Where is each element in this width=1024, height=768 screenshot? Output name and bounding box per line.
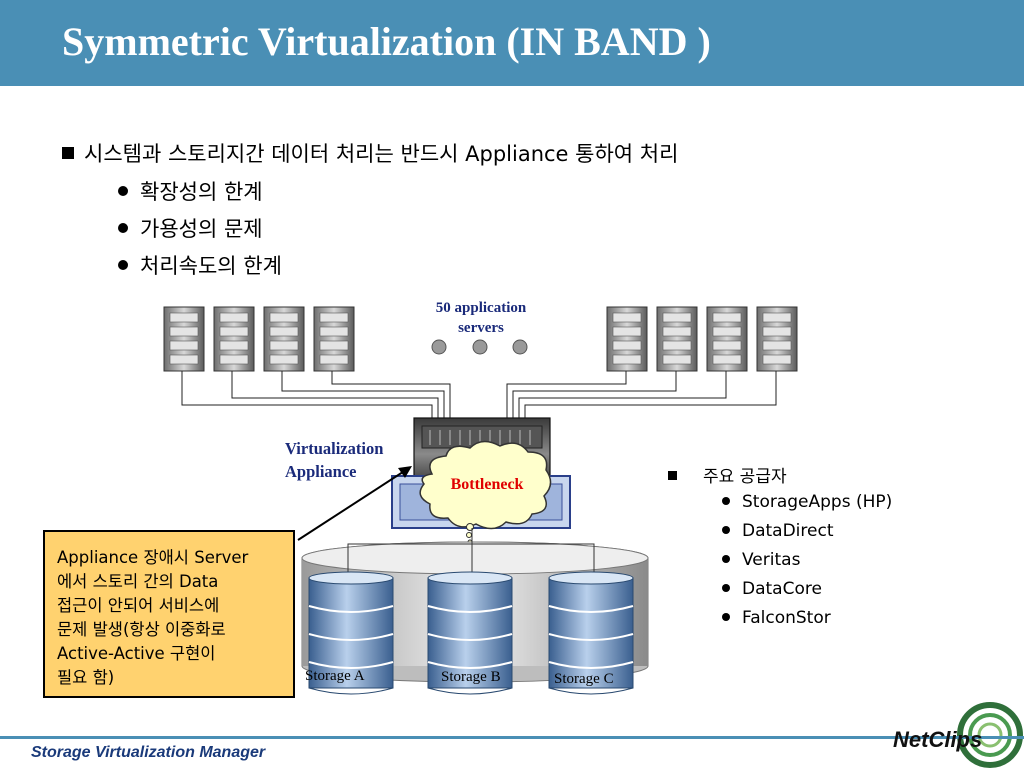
sub-bullet: 가용성의 문제 <box>118 213 263 243</box>
vendor-item: StorageApps (HP) <box>722 492 892 512</box>
sub-bullet: 처리속도의 한계 <box>118 250 282 280</box>
slide-title: Symmetric Virtualization (IN BAND ) <box>62 19 711 64</box>
dot-bullet-icon <box>118 186 128 196</box>
bottleneck-label: Bottleneck <box>450 476 524 493</box>
more-servers-dots <box>431 339 528 355</box>
sub-bullet-text: 처리속도의 한계 <box>140 254 282 278</box>
dot-bullet-icon <box>118 260 128 270</box>
vendor-heading: 주요 공급자 <box>668 462 787 487</box>
server-icon <box>163 306 205 372</box>
server-icon <box>756 306 798 372</box>
main-bullet-text: 시스템과 스토리지간 데이터 처리는 반드시 Appliance 통하여 처리 <box>84 142 679 166</box>
dot-bullet-icon <box>722 555 730 563</box>
sub-bullet-text: 확장성의 한계 <box>140 180 263 204</box>
server-cables <box>181 371 777 418</box>
server-icon <box>313 306 355 372</box>
storage-a-label: Storage A <box>305 668 365 684</box>
vendor-item: DataCore <box>722 579 822 599</box>
dot-bullet-icon <box>722 526 730 534</box>
footer-divider <box>0 736 1024 739</box>
vendor-item: FalconStor <box>722 608 831 628</box>
netclips-logo-icon <box>957 702 1023 768</box>
footer-title: Storage Virtualization Manager <box>31 744 266 761</box>
netclips-logo: NetClips <box>893 727 983 752</box>
dot-bullet-icon <box>722 613 730 621</box>
pointer-arrow <box>297 466 412 541</box>
dot-bullet-icon <box>722 584 730 592</box>
appliance-failure-note: Appliance 장애시 Server 에서 스토리 간의 Data 접근이 … <box>43 530 295 698</box>
sub-bullet-text: 가용성의 문제 <box>140 217 263 241</box>
server-icon <box>706 306 748 372</box>
storage-b-label: Storage B <box>441 669 501 685</box>
server-icon <box>656 306 698 372</box>
dot-bullet-icon <box>722 497 730 505</box>
server-icon <box>263 306 305 372</box>
virtualization-appliance-label: Virtualization Appliance <box>285 439 384 481</box>
title-bar <box>0 0 1024 86</box>
square-bullet-icon <box>668 471 677 480</box>
app-servers-label: 50 application servers <box>435 300 527 336</box>
vendor-item: DataDirect <box>722 521 834 541</box>
server-icon <box>606 306 648 372</box>
main-bullet: 시스템과 스토리지간 데이터 처리는 반드시 Appliance 통하여 처리 <box>62 138 678 168</box>
storage-cables <box>347 528 595 573</box>
square-bullet-icon <box>62 147 74 159</box>
vendor-item: Veritas <box>722 550 800 570</box>
server-icon <box>213 306 255 372</box>
dot-bullet-icon <box>118 223 128 233</box>
storage-c-label: Storage C <box>554 671 614 687</box>
sub-bullet: 확장성의 한계 <box>118 176 263 206</box>
